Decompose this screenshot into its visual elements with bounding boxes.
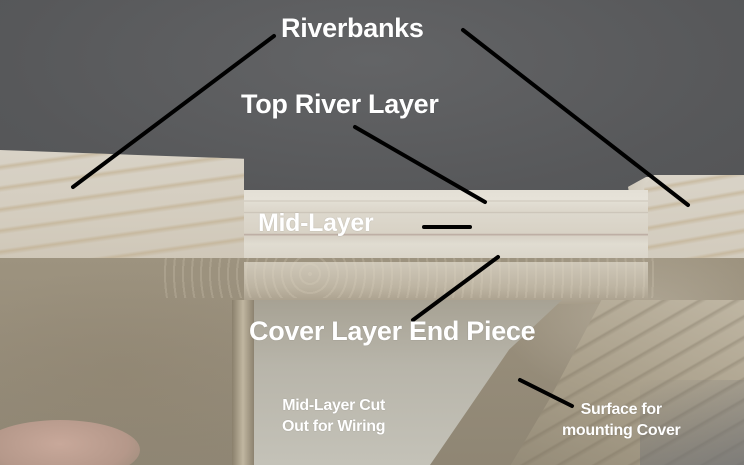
label-surface-line2: mounting Cover [562,421,681,439]
top-river-layer-leader [353,125,487,204]
label-mid-layer-cutout: Mid-Layer Cut Out for Wiring [282,396,386,438]
label-mid-layer-cutout-line1: Mid-Layer Cut [282,397,385,414]
cutout-edge [232,300,254,465]
label-surface-line1: Surface for [580,401,662,418]
shadow [640,380,744,465]
cover-layer-leader [411,255,500,322]
label-surface-for-mounting-cover: Surface for mounting Cover [562,400,681,442]
right-riverbank-block [644,175,744,260]
riverbanks-right-leader [461,28,690,207]
left-riverbank-block [0,150,244,260]
sawdust-texture [160,258,660,298]
label-top-river-layer: Top River Layer [241,89,439,119]
label-mid-layer: Mid-Layer [258,209,374,237]
label-riverbanks: Riverbanks [281,13,424,43]
label-cover-layer-end-piece: Cover Layer End Piece [249,316,536,346]
riverbanks-left-leader [71,34,276,189]
surface-leader [518,378,574,408]
label-mid-layer-cutout-line2: Out for Wiring [282,417,386,435]
